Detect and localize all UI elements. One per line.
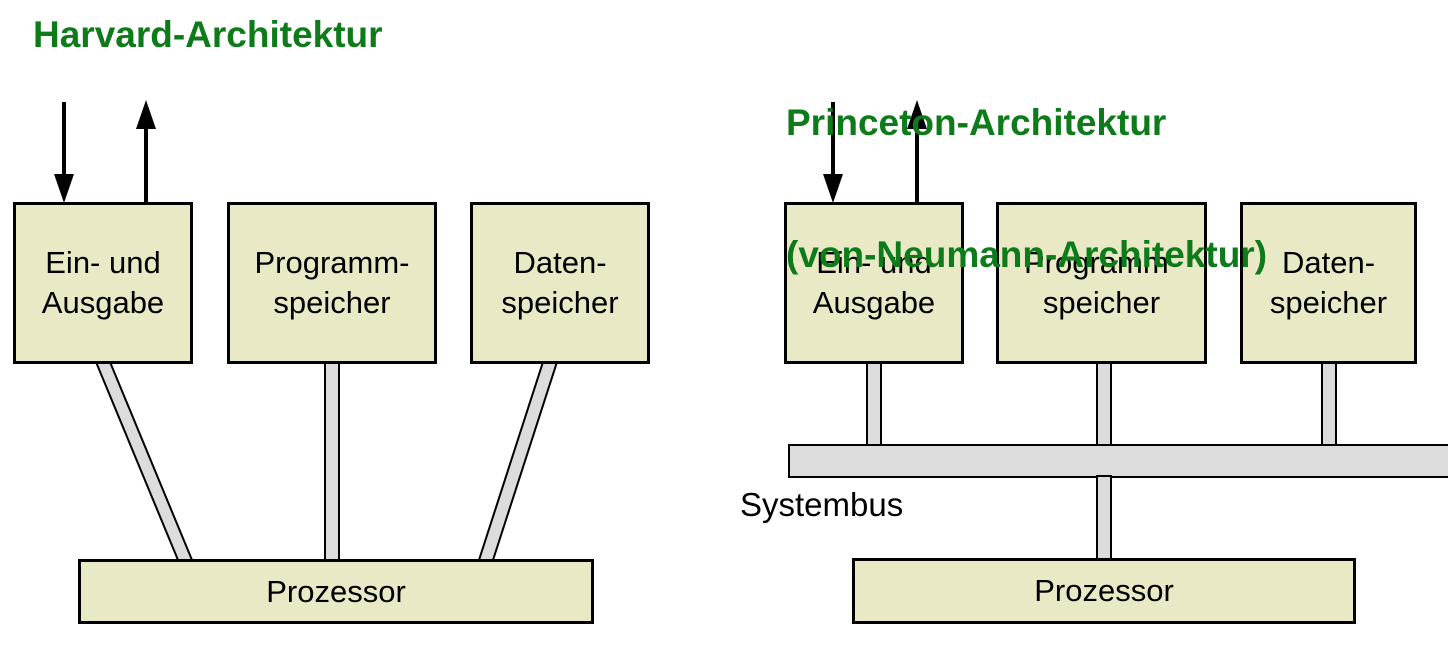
output-arrow-icon [907, 100, 927, 203]
princeton-processor-stub [1096, 475, 1112, 561]
princeton-data-stub [1321, 361, 1337, 448]
princeton-io-stub [866, 361, 882, 448]
harvard-io-bus [94, 361, 194, 561]
harvard-program-bus [324, 361, 340, 561]
input-arrow-icon [54, 102, 74, 203]
input-arrow-icon [823, 102, 843, 203]
princeton-program-memory-box: Programm- speicher [996, 202, 1207, 364]
princeton-io-box: Ein- und Ausgabe [784, 202, 964, 364]
princeton-program-stub [1096, 361, 1112, 448]
harvard-data-memory-box: Daten- speicher [470, 202, 650, 364]
harvard-processor-box: Prozessor [78, 559, 594, 624]
princeton-title: Princeton-Architektur (von-Neumann-Archi… [786, 13, 1267, 365]
princeton-title-line2: (von-Neumann-Architektur) [786, 234, 1268, 275]
harvard-data-bus [477, 361, 559, 561]
princeton-processor-box: Prozessor [852, 558, 1356, 624]
princeton-title-line1: Princeton-Architektur [786, 102, 1167, 143]
system-bus-label: Systembus [740, 486, 904, 523]
output-arrow-icon [136, 100, 156, 203]
princeton-data-memory-box: Daten- speicher [1240, 202, 1417, 364]
harvard-title: Harvard-Architektur [33, 14, 383, 55]
harvard-io-box: Ein- und Ausgabe [13, 202, 193, 364]
harvard-program-memory-box: Programm- speicher [227, 202, 437, 364]
system-bus-bar [788, 444, 1448, 478]
